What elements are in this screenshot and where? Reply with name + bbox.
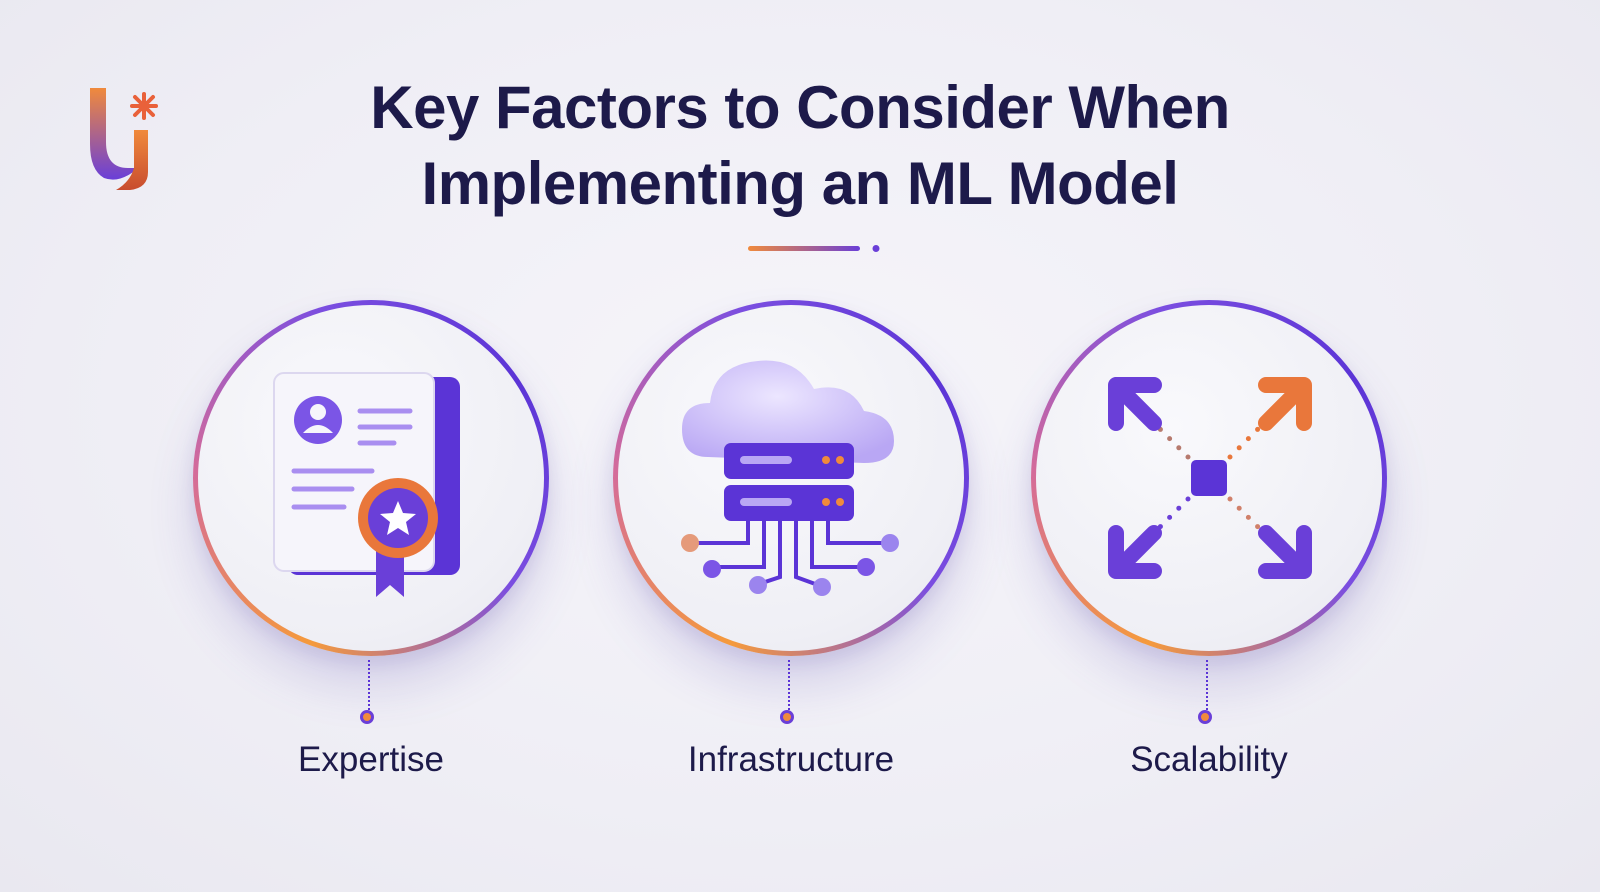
page-title: Key Factors to Consider When Implementin…	[0, 70, 1600, 222]
factor-label-infrastructure: Infrastructure	[687, 740, 895, 779]
expand-arrows-icon	[1108, 377, 1312, 579]
factor-label-scalability: Scalability	[1130, 740, 1288, 779]
connector-dot	[360, 710, 374, 724]
connector-line	[788, 660, 790, 710]
circle-frame	[613, 300, 969, 656]
factor-label-expertise: Expertise	[298, 740, 444, 779]
title-line-2: Implementing an ML Model	[421, 150, 1179, 217]
title-line-1: Key Factors to Consider When	[370, 74, 1230, 141]
factor-card-infrastructure: Infrastructure	[613, 300, 969, 800]
connector-dot	[1198, 710, 1212, 724]
title-divider	[748, 245, 880, 252]
circle-frame	[1031, 300, 1387, 656]
factor-card-scalability: Scalability	[1031, 300, 1387, 800]
cloud-server-icon	[681, 360, 899, 596]
certificate-icon	[273, 372, 460, 597]
connector-line	[368, 660, 370, 710]
circle-frame	[193, 300, 549, 656]
factor-card-expertise: Expertise	[193, 300, 549, 800]
brand-logo	[90, 88, 158, 190]
connector-dot	[780, 710, 794, 724]
connector-line	[1206, 660, 1208, 710]
